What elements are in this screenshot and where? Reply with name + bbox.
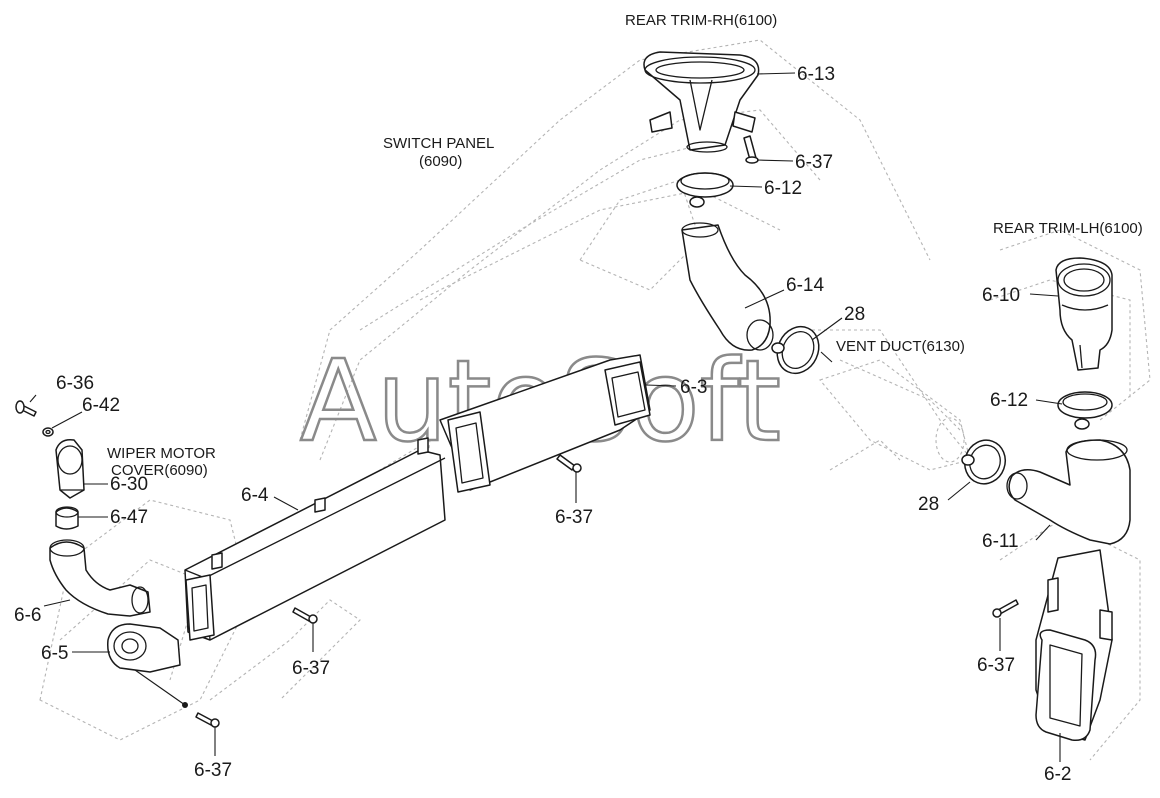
part-number-6-4: 6-4	[241, 485, 269, 506]
caption-vent-duct: VENT DUCT(6130)	[836, 338, 965, 355]
part-28-clamp-lower	[961, 439, 1006, 485]
part-6-2-outlet-duct	[1035, 549, 1113, 742]
part-28-clamp-upper	[771, 325, 820, 375]
part-number-6-37-low: 6-37	[292, 658, 330, 679]
part-number-6-13: 6-13	[797, 64, 835, 85]
part-6-42-washer	[42, 427, 54, 437]
part-6-47-sleeve	[55, 506, 79, 530]
assembly-line-blower-screw	[134, 669, 186, 706]
part-number-6-37-mid: 6-37	[555, 507, 593, 528]
part-6-12-clamp-right	[1057, 391, 1113, 430]
part-6-37-screw-mid	[556, 454, 582, 473]
vehicle-body-ghost-outline	[39, 39, 1151, 761]
part-number-6-2: 6-2	[1044, 764, 1071, 785]
part-number-6-11: 6-11	[982, 531, 1019, 552]
part-6-37-screw-bottom	[195, 712, 220, 728]
vent-duct-ghost	[819, 359, 971, 471]
part-6-5-blower-housing	[107, 623, 181, 673]
part-6-10-rear-outlet-lh	[1055, 257, 1113, 371]
part-6-13-rear-outlet	[643, 51, 760, 153]
part-number-6-10: 6-10	[982, 285, 1020, 306]
part-number-6-14: 6-14	[786, 275, 824, 296]
part-number-6-12-right: 6-12	[990, 390, 1028, 411]
part-6-6-elbow-pipe	[49, 539, 151, 617]
part-number-28-top: 28	[844, 304, 865, 325]
part-number-6-37-right: 6-37	[977, 655, 1015, 676]
caption-wiper-motor: WIPER MOTOR	[107, 445, 216, 462]
caption-rear-trim-rh: REAR TRIM-RH(6100)	[625, 12, 777, 29]
part-number-6-30: 6-30	[110, 474, 148, 495]
caption-switch-panel-code: (6090)	[419, 153, 462, 170]
caption-rear-trim-lh: REAR TRIM-LH(6100)	[993, 220, 1143, 237]
caption-wiper-cover: COVER(6090)	[111, 462, 208, 479]
part-number-6-37-top: 6-37	[795, 152, 833, 173]
part-number-6-37-bottom: 6-37	[194, 760, 232, 781]
part-6-37-screw-right	[992, 599, 1019, 618]
part-number-28-bottom: 28	[918, 494, 939, 515]
part-6-30-motor-cover	[55, 438, 85, 499]
part-6-37-screw-top	[743, 135, 759, 164]
part-number-6-6: 6-6	[14, 605, 41, 626]
part-6-11-elbow-hose	[1006, 439, 1131, 545]
part-6-37-screw-low	[292, 607, 318, 624]
part-number-6-12-top: 6-12	[764, 178, 802, 199]
part-6-4-main-duct	[184, 437, 446, 641]
part-number-6-5: 6-5	[41, 643, 68, 664]
part-number-6-36: 6-36	[56, 373, 94, 394]
part-6-14-flexible-hose	[681, 222, 774, 351]
part-number-6-47: 6-47	[110, 507, 148, 528]
leader-lines	[29, 72, 1063, 762]
part-number-6-42: 6-42	[82, 395, 120, 416]
part-number-6-3: 6-3	[680, 377, 707, 398]
caption-switch-panel: SWITCH PANEL	[383, 135, 494, 152]
part-6-36-bolt	[15, 400, 37, 417]
part-6-3-duct-adapter	[439, 354, 651, 493]
assembly-point	[182, 702, 188, 708]
part-6-12-clamp-top	[676, 172, 734, 208]
